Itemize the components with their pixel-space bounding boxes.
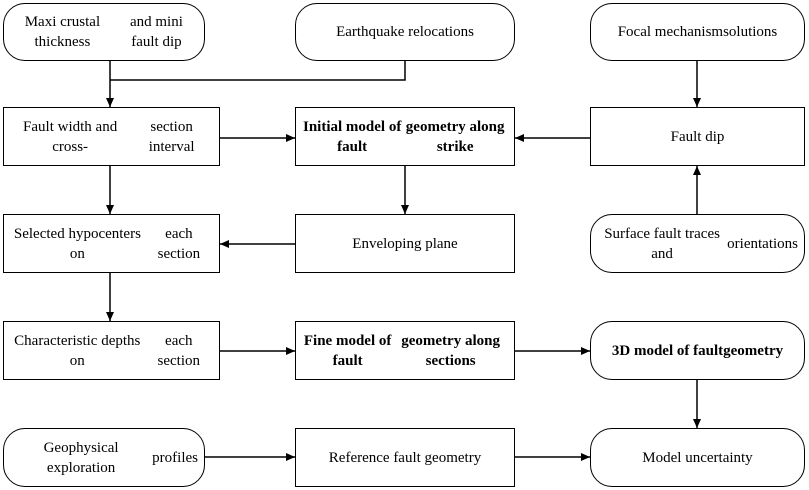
- node-width-line-1: Fault width and cross-: [23, 118, 118, 155]
- node-enveloping-plane: Enveloping plane: [295, 214, 515, 273]
- node-initial-model: Initial model of fault geometry along st…: [295, 107, 515, 166]
- node-focal-line-1: Focal mechanism: [617, 24, 724, 40]
- node-surface-line-1: Surface fault traces and: [604, 225, 720, 262]
- node-fault-width: Fault width and cross- section interval: [3, 107, 220, 166]
- node-fine-line-2: geometry along sections: [401, 332, 500, 369]
- node-depths-line-2: each section: [157, 332, 201, 369]
- node-geophysical-profiles: Geophysical exploration profiles: [3, 428, 205, 487]
- node-hypocenters-line-2: each section: [157, 225, 201, 262]
- node-initial-line-1: Initial model of fault: [302, 118, 402, 155]
- node-focal-mechanism: Focal mechanism solutions: [590, 3, 805, 61]
- node-enveloping-line-1: Enveloping plane: [352, 235, 458, 252]
- node-width-line-2: section interval: [148, 118, 195, 155]
- node-relocations-line-1: Earthquake relocations: [336, 24, 474, 40]
- node-reference-geometry: Reference fault geometry: [295, 428, 515, 487]
- node-fine-model: Fine model of fault geometry along secti…: [295, 321, 515, 380]
- node-crustal-line-2: and mini fault dip: [129, 14, 183, 50]
- node-selected-hypocenters: Selected hypocenters on each section: [3, 214, 220, 273]
- node-focal-line-2: solutions: [723, 24, 778, 40]
- node-characteristic-depths: Characteristic depths on each section: [3, 321, 220, 380]
- node-surface-line-2: orientations: [727, 235, 798, 252]
- node-model3d-line-2: geometry: [723, 342, 784, 359]
- node-fault-dip: Fault dip: [590, 107, 805, 166]
- node-initial-line-2: geometry along strike: [405, 118, 505, 155]
- edge-group: [106, 61, 701, 461]
- node-hypocenters-line-1: Selected hypocenters on: [13, 225, 141, 262]
- node-surface-fault-traces: Surface fault traces and orientations: [590, 214, 805, 273]
- node-geophysical-line-1: Geophysical exploration: [43, 439, 119, 476]
- node-fine-line-1: Fine model of fault: [303, 332, 392, 369]
- node-dip-line-1: Fault dip: [670, 128, 725, 145]
- node-crustal-line-1: Maxi crustal thickness: [24, 14, 101, 50]
- edge-relocations-to-width: [110, 61, 406, 81]
- node-crustal-thickness: Maxi crustal thickness and mini fault di…: [3, 3, 205, 61]
- node-model-uncertainty: Model uncertainty: [590, 428, 805, 487]
- node-depths-line-1: Characteristic depths on: [14, 332, 141, 369]
- node-geophysical-line-2: profiles: [152, 449, 198, 466]
- node-3d-model: 3D model of fault geometry: [590, 321, 805, 380]
- node-earthquake-relocations: Earthquake relocations: [295, 3, 515, 61]
- node-uncertainty-line-1: Model uncertainty: [642, 449, 753, 466]
- node-reference-line-1: Reference fault geometry: [328, 449, 482, 466]
- node-model3d-line-1: 3D model of fault: [611, 342, 724, 359]
